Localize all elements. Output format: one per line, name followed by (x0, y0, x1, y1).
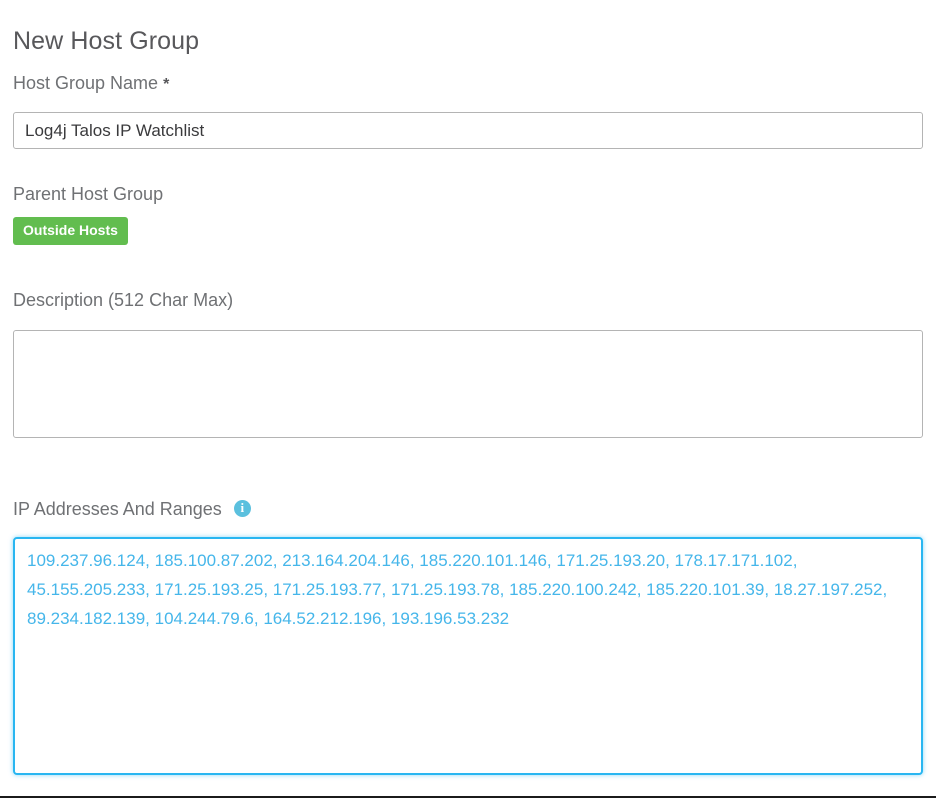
ip-addresses-label: IP Addresses And Ranges (13, 498, 251, 520)
host-group-name-label-text: Host Group Name (13, 73, 159, 93)
ip-addresses-label-text: IP Addresses And Ranges (13, 499, 222, 519)
ip-addresses-field (13, 537, 923, 775)
required-asterisk: * (163, 76, 170, 93)
host-group-name-input[interactable] (13, 112, 923, 149)
page-title: New Host Group (13, 26, 200, 55)
description-label: Description (512 Char Max) (13, 290, 234, 310)
parent-host-group-label: Parent Host Group (13, 184, 164, 204)
host-group-name-label: Host Group Name * (13, 72, 169, 96)
info-circle-icon[interactable] (233, 499, 251, 517)
description-textarea[interactable] (13, 330, 923, 438)
bottom-divider (0, 796, 936, 798)
parent-host-group-badge[interactable]: Outside Hosts (13, 217, 128, 245)
parent-host-group-value: Outside Hosts (13, 217, 128, 247)
ip-addresses-textarea[interactable] (13, 537, 923, 775)
